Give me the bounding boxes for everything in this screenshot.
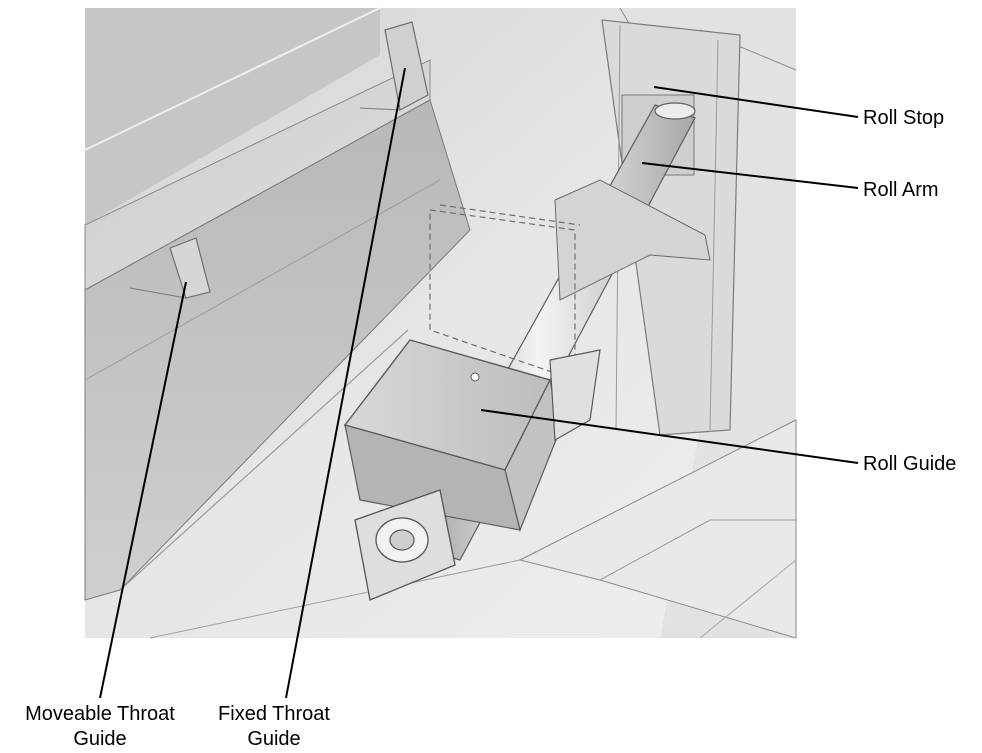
label-roll-arm: Roll Arm (863, 179, 939, 201)
roll-end-cap (354, 489, 456, 601)
leader-roll-guide (480, 409, 859, 464)
label-fixed-throat-guide-line1: Fixed Throat (218, 703, 330, 725)
label-roll-stop: Roll Stop (863, 107, 944, 129)
moveable-throat-guide (129, 237, 211, 299)
fixed-throat-guide (359, 21, 429, 111)
leader-lines (99, 67, 859, 699)
roll-guide (343, 204, 601, 532)
leader-roll-stop (653, 86, 859, 118)
label-roll-guide: Roll Guide (863, 453, 956, 475)
leader-moveable-throat-guide (99, 281, 187, 699)
label-fixed-throat-guide-line2: Guide (247, 728, 300, 750)
leader-fixed-throat-guide (285, 67, 406, 699)
label-moveable-throat-guide-line1: Moveable Throat (25, 703, 175, 725)
label-moveable-throat-guide-line2: Guide (73, 728, 126, 750)
callout-labels: Roll Stop Roll Arm Roll Guide Moveable T… (25, 107, 956, 750)
leader-roll-arm (641, 162, 859, 189)
